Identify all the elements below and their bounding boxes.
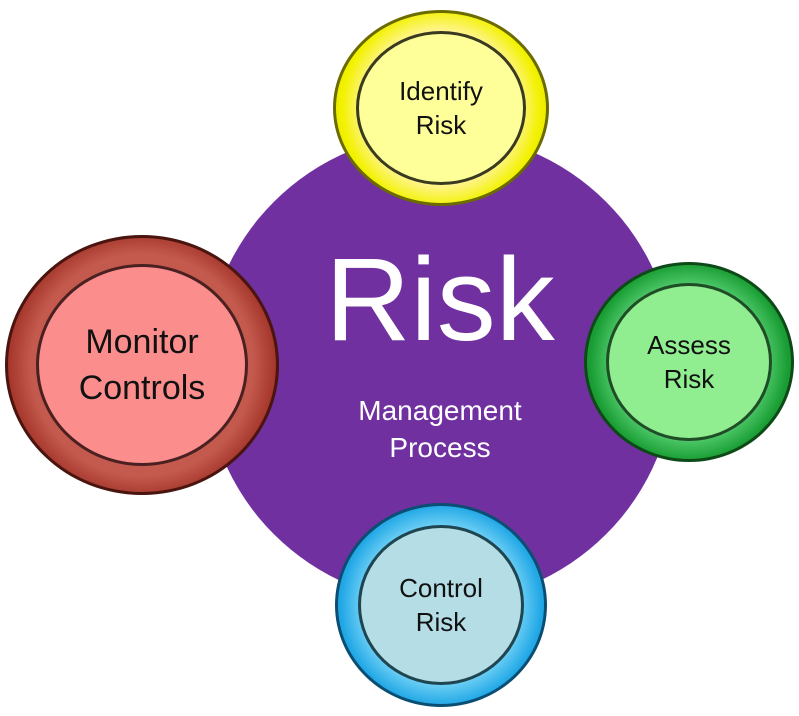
identify-risk-line1: Identify <box>399 76 483 106</box>
identify-risk-line2: Risk <box>415 110 467 140</box>
assess-risk-line2: Risk <box>663 364 715 394</box>
monitor-controls-node: Monitor Controls <box>5 235 279 495</box>
assess-risk-circle: Assess Risk <box>606 283 772 441</box>
center-subtitle-line2: Process <box>389 432 491 463</box>
monitor-controls-line1: Monitor <box>85 323 199 361</box>
assess-risk-node: Assess Risk <box>584 262 794 462</box>
control-risk-circle: Control Risk <box>358 525 524 685</box>
center-title: Risk <box>325 234 555 366</box>
control-risk-node: Control Risk <box>335 503 547 707</box>
center-subtitle-line1: Management <box>358 395 522 426</box>
control-risk-line2: Risk <box>415 607 467 637</box>
monitor-controls-circle: Monitor Controls <box>36 264 248 466</box>
center-subtitle: Management Process <box>205 392 675 466</box>
assess-risk-line1: Assess <box>647 330 731 360</box>
monitor-controls-line2: Controls <box>78 369 206 407</box>
identify-risk-node: Identify Risk <box>333 10 549 206</box>
control-risk-line1: Control <box>399 573 483 603</box>
identify-risk-circle: Identify Risk <box>356 31 526 185</box>
